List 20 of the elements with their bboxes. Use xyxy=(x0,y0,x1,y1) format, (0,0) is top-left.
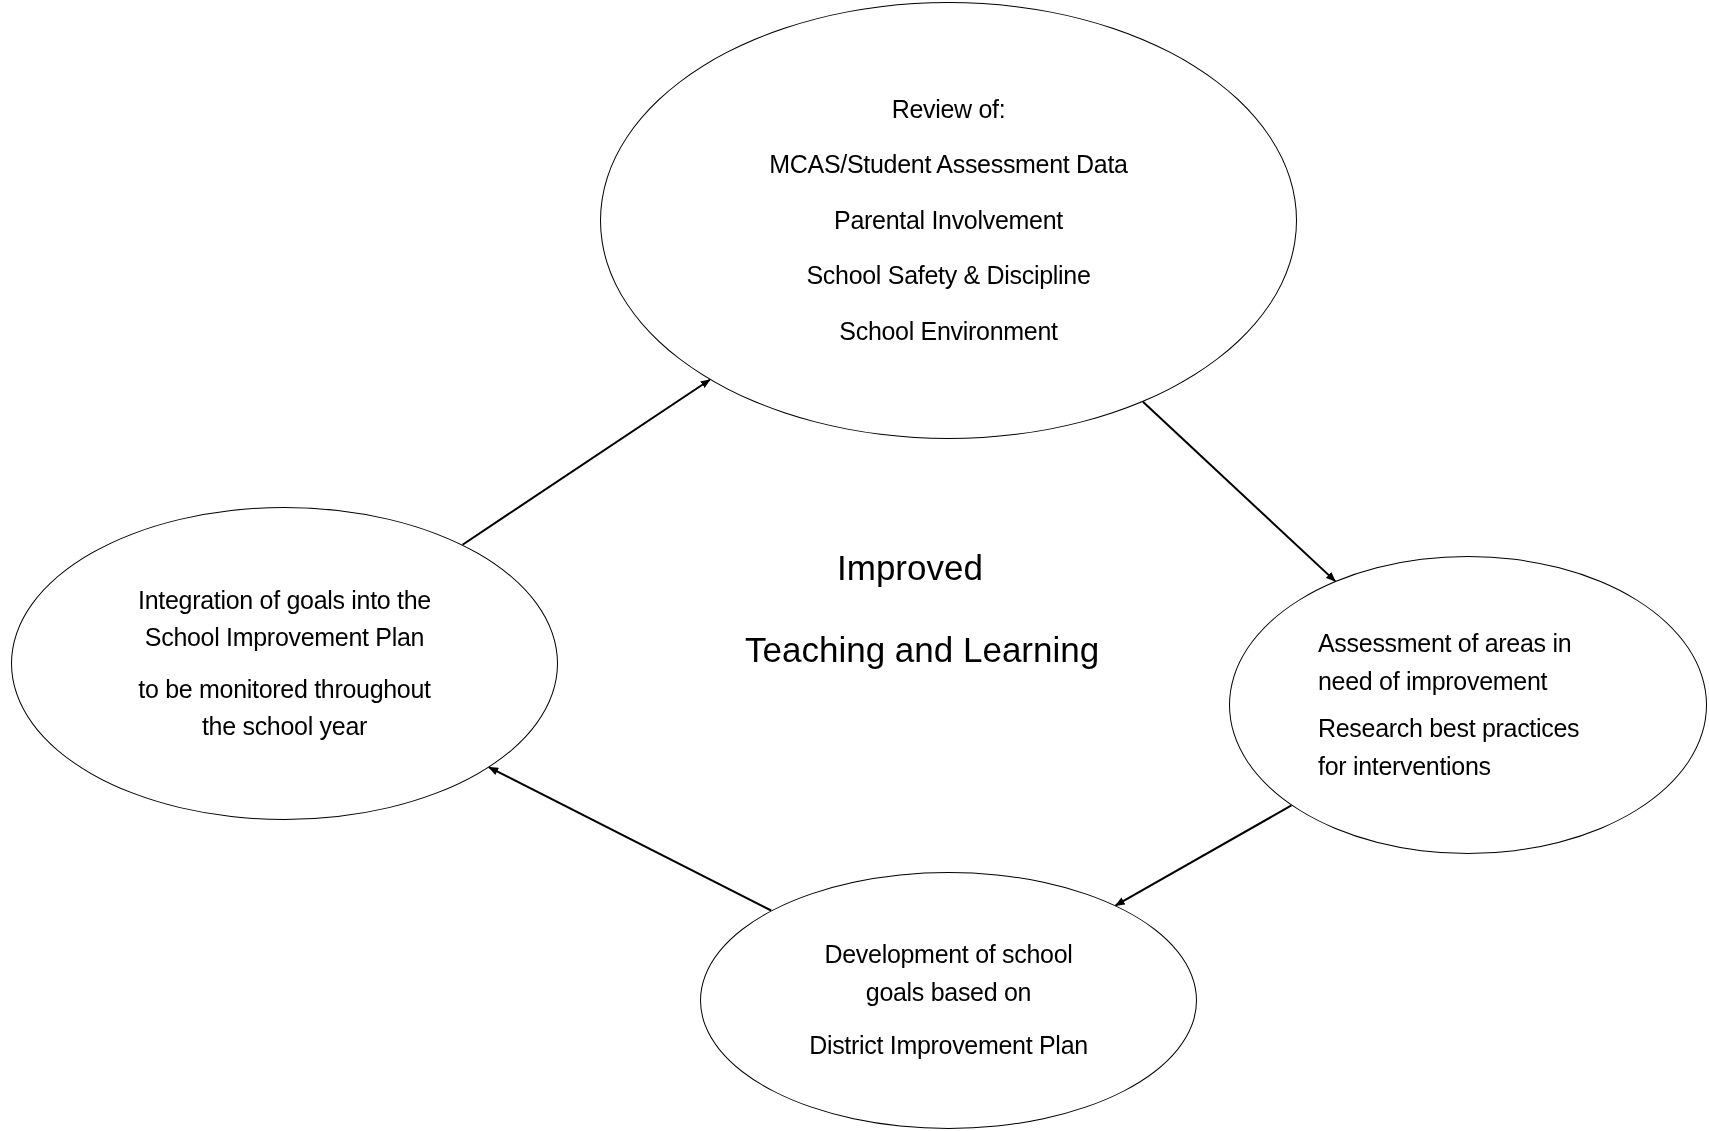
cycle-ellipse xyxy=(700,872,1197,1129)
step-text: Development of school goals based on xyxy=(823,939,1074,1008)
step-text: Review of: xyxy=(890,93,1007,125)
step-text: MCAS/Student Assessment Data xyxy=(768,149,1129,181)
step-text: Assessment of areas in need of improvement xyxy=(1318,628,1573,697)
arrow xyxy=(488,766,773,912)
step-text: to be monitored throughout the school year xyxy=(137,673,432,742)
arrow xyxy=(1114,804,1293,907)
cycle-ellipse xyxy=(11,507,558,820)
step-text: School Environment xyxy=(838,315,1059,347)
cycle-ellipse xyxy=(600,2,1297,439)
center-label: Teaching and Learning xyxy=(745,630,1100,670)
step-text: District Improvement Plan xyxy=(808,1030,1089,1062)
arrow xyxy=(461,378,711,546)
step-text: Integration of goals into the School Improvement Plan xyxy=(137,584,432,653)
step-text: School Safety & Discipline xyxy=(805,260,1092,292)
step-text: Parental Involvement xyxy=(833,204,1064,236)
step-text: Research best practices for interventions xyxy=(1318,713,1581,782)
center-label: Improved xyxy=(837,548,983,588)
arrow xyxy=(1141,400,1337,583)
